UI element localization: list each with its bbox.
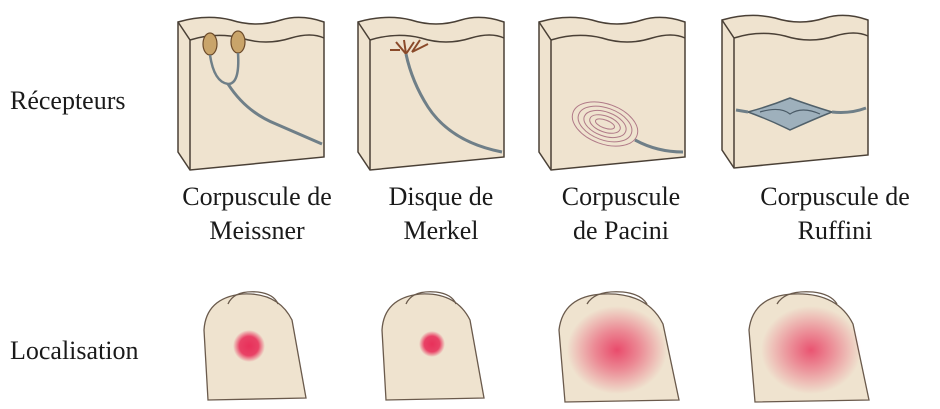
merkel-disc-panel	[356, 12, 508, 174]
caption-ruffini: Corpuscule de Ruffini	[740, 180, 930, 248]
fingertip-merkel	[378, 290, 488, 405]
meissner-capsule-left	[203, 33, 217, 55]
row-label-localisation: Localisation	[10, 336, 139, 366]
caption-pacini-line2: de Pacini	[546, 214, 696, 248]
caption-meissner-line1: Corpuscule de	[162, 180, 352, 214]
fingertip-meissner	[200, 290, 310, 405]
row-label-receptors: Récepteurs	[10, 86, 126, 116]
caption-merkel: Disque de Merkel	[366, 180, 516, 248]
fingertip-pacini	[555, 290, 685, 405]
meissner-capsule-right	[231, 31, 245, 53]
sensitive-area	[567, 306, 667, 394]
caption-meissner: Corpuscule de Meissner	[162, 180, 352, 248]
caption-ruffini-line1: Corpuscule de	[740, 180, 930, 214]
caption-merkel-line1: Disque de	[366, 180, 516, 214]
caption-ruffini-line2: Ruffini	[740, 214, 930, 248]
ruffini-corpuscle-panel	[720, 10, 872, 172]
meissner-corpuscle-panel	[176, 12, 328, 174]
caption-meissner-line2: Meissner	[162, 214, 352, 248]
sensitive-area	[233, 330, 265, 362]
caption-merkel-line2: Merkel	[366, 214, 516, 248]
pacinian-corpuscle-panel	[537, 12, 689, 174]
sensitive-area	[761, 306, 861, 394]
sensitive-area	[419, 331, 445, 357]
caption-pacini-line1: Corpuscule	[546, 180, 696, 214]
caption-pacini: Corpuscule de Pacini	[546, 180, 696, 248]
fingertip-ruffini	[745, 290, 875, 405]
